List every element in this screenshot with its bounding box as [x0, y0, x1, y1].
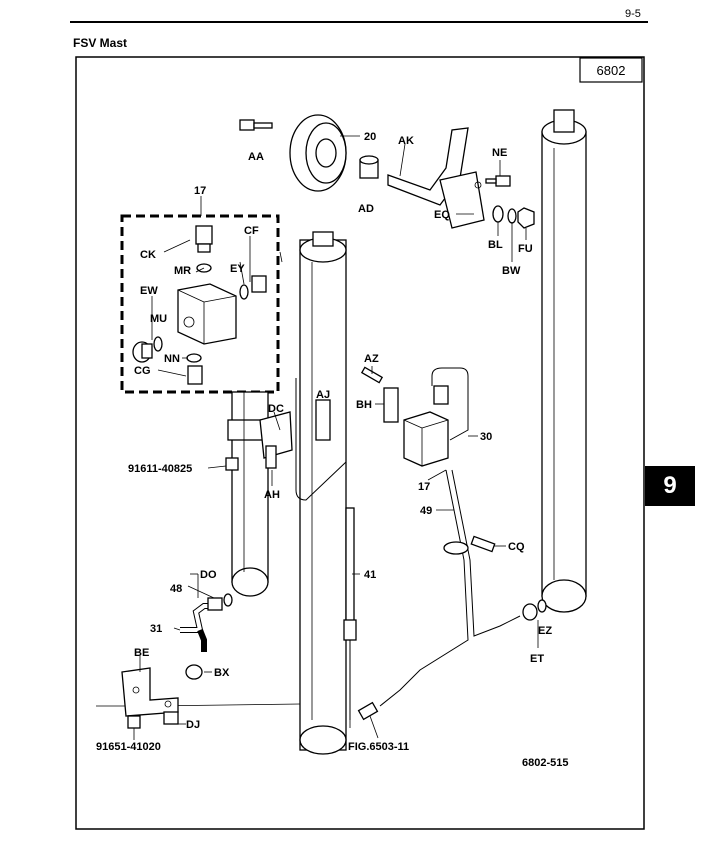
leader-lines [133, 135, 539, 740]
callout-bw: BW [502, 265, 521, 277]
callout-91611: 91611-40825 [128, 463, 192, 475]
o-ring-ey [239, 284, 249, 300]
callout-17-mid: 17 [418, 481, 430, 493]
header-rule [70, 21, 648, 23]
clamp-cq [443, 535, 496, 555]
callout-ew: EW [140, 285, 158, 297]
callout-dc: DC [268, 403, 284, 415]
callout-dj: DJ [186, 719, 200, 731]
bracket-dc [259, 411, 293, 469]
callout-aa: AA [248, 151, 264, 163]
pipe-31-inner [180, 604, 210, 632]
callout-41: 41 [364, 569, 376, 581]
callout-ne: NE [492, 147, 507, 159]
callout-mu: MU [150, 313, 167, 325]
callout-ah: AH [264, 489, 280, 501]
bolt-aa [239, 119, 273, 131]
bracket-bh [383, 387, 399, 423]
valve-block-middle [403, 385, 449, 467]
callout-aj: AJ [316, 389, 330, 401]
callout-91651: 91651-41020 [96, 741, 161, 753]
callout-48: 48 [170, 583, 182, 595]
fitting-ck [195, 225, 213, 253]
callout-be: BE [134, 647, 149, 659]
washer-bw [507, 208, 517, 224]
o-ring-nn [186, 353, 202, 363]
bolt-91611 [225, 457, 239, 471]
figure-id-box [579, 57, 643, 83]
bolt-ne [485, 175, 511, 187]
callout-ad: AD [358, 203, 374, 215]
callout-20: 20 [364, 131, 376, 143]
hose-line-aj [295, 378, 347, 501]
o-ring-do [223, 593, 233, 607]
bushing [359, 155, 379, 179]
pipe-31 [180, 603, 210, 633]
callout-fu: FU [518, 243, 533, 255]
hose-line-49 [379, 469, 469, 707]
hose-line-49b [451, 469, 521, 637]
callout-31: 31 [150, 623, 162, 635]
callout-30: 30 [480, 431, 492, 443]
callout-et: ET [530, 653, 544, 665]
fitting-bx [185, 664, 203, 680]
center-cylinder [299, 231, 347, 755]
callout-49: 49 [420, 505, 432, 517]
diagram-frame [75, 56, 645, 830]
callout-mr: MR [174, 265, 191, 277]
fitting-ez [522, 603, 538, 621]
callout-17-top: 17 [194, 185, 206, 197]
kit-box-17 [120, 214, 280, 394]
o-ring-et [537, 599, 547, 613]
callout-ez: EZ [538, 625, 552, 637]
bracket-be [121, 667, 179, 717]
valve-block-top [177, 283, 237, 345]
bracket-aj [315, 399, 331, 441]
fitting-dj [163, 711, 179, 725]
fitting-48 [207, 597, 223, 611]
right-cylinder [541, 109, 587, 613]
callout-ey: EY [230, 263, 245, 275]
callout-cg: CG [134, 365, 151, 377]
fitting-hose-41 [345, 507, 355, 639]
fitting-cg [187, 365, 203, 385]
bolt-91651 [127, 715, 141, 729]
callout-eq: EQ [434, 209, 450, 221]
plug-ew [132, 341, 153, 363]
callout-do: DO [200, 569, 217, 581]
chapter-tab[interactable]: 9 [645, 466, 695, 506]
figure-id: 6802 [597, 63, 626, 78]
washer-bl [492, 205, 504, 223]
callout-bl: BL [488, 239, 503, 251]
callout-bx: BX [214, 667, 230, 679]
callout-nn: NN [164, 353, 180, 365]
page-number: 9-5 [625, 8, 641, 20]
fitting-cf [251, 275, 267, 293]
drawing-number: 6802-515 [522, 757, 569, 769]
hose-line-30 [431, 367, 469, 441]
callout-ak: AK [398, 135, 414, 147]
callout-ck: CK [140, 249, 156, 261]
callout-cq: CQ [508, 541, 525, 553]
bolt-az [360, 366, 384, 384]
fitting-hose-41-end [343, 619, 357, 641]
pipe-31-lower [197, 628, 207, 652]
pulley [289, 114, 347, 192]
o-ring-mu [153, 336, 163, 352]
fitting-fig6503 [357, 701, 379, 721]
callout-bh: BH [356, 399, 372, 411]
callout-az: AZ [364, 353, 379, 365]
section-title: FSV Mast [73, 36, 128, 50]
nut-fu [517, 207, 535, 229]
callout-cf: CF [244, 225, 259, 237]
callout-fig6503: FIG.6503-11 [348, 741, 409, 753]
